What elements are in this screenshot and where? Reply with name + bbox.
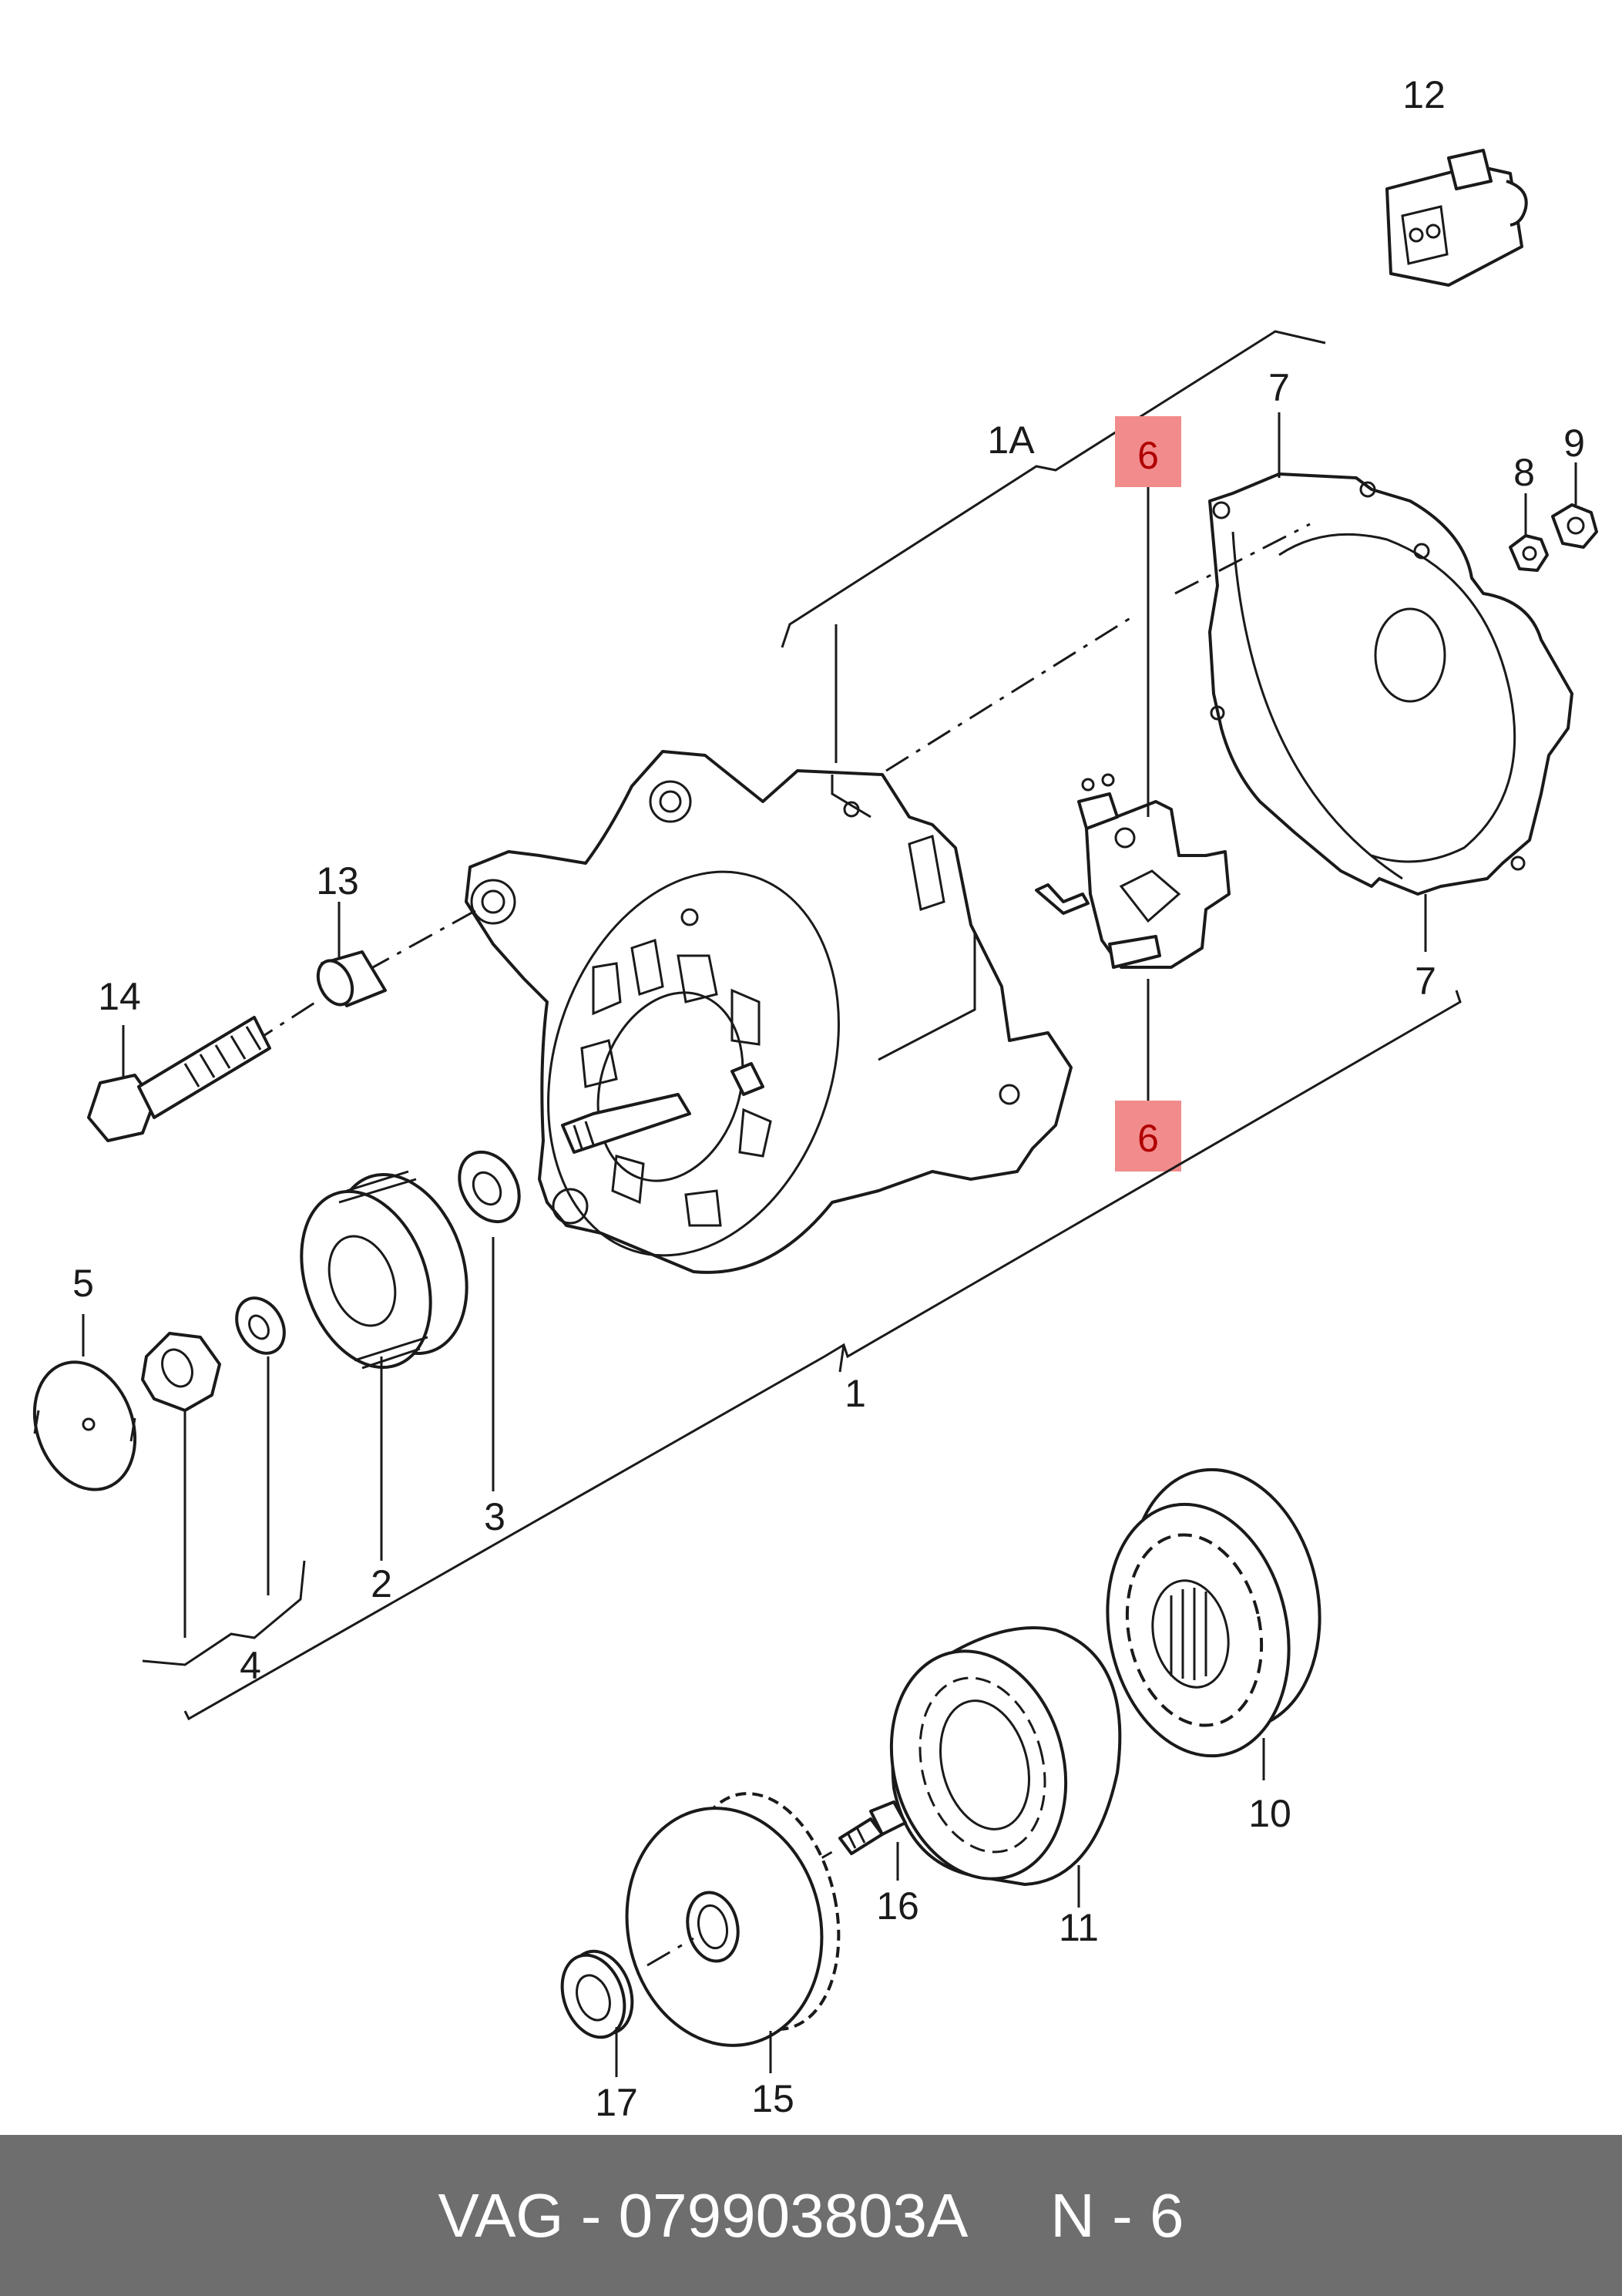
callout-16: 16 <box>876 1884 919 1928</box>
callout-7-bottom: 7 <box>1415 960 1436 1003</box>
nut-part <box>141 1332 221 1412</box>
callout-7-top: 7 <box>1268 366 1290 409</box>
bracket-1a <box>781 330 1326 648</box>
washer-part-3 <box>458 1150 521 1224</box>
callout-13: 10 <box>1248 1792 1291 1835</box>
alternator-body-part <box>465 750 1073 1274</box>
callout-5: 5 <box>72 1262 94 1305</box>
callout-6-bottom: 6 <box>1137 1117 1159 1160</box>
footer-bar: VAG - 079903803A N - 6 <box>0 2135 1622 2296</box>
bolt-part <box>87 1016 271 1142</box>
connector-part <box>1385 149 1528 287</box>
callout-14: 11 <box>1059 1906 1099 1949</box>
callout-12: 14 <box>98 975 141 1018</box>
callout-2: 2 <box>371 1562 392 1605</box>
highlight-box-bottom <box>1115 1101 1181 1172</box>
callout-10: 12 <box>1402 73 1446 116</box>
pulley-part <box>300 1170 468 1370</box>
gear-part <box>1106 1467 1321 1758</box>
callout-8: 8 <box>1513 451 1535 494</box>
callout-1a: 1A <box>987 419 1035 462</box>
ring-part <box>889 1626 1122 1886</box>
regulator-part <box>1035 773 1231 969</box>
callout-3: 3 <box>484 1495 505 1538</box>
callout-9: 9 <box>1563 422 1585 465</box>
disc-gear-part <box>625 1792 841 2047</box>
end-housing-part <box>1208 472 1573 896</box>
highlight-box-top <box>1115 416 1181 487</box>
seal-ring-part <box>560 1949 634 2039</box>
nut-part-9 <box>1551 503 1598 549</box>
screw-part <box>838 1800 907 1855</box>
callout-4: 4 <box>240 1644 261 1687</box>
callout-11: 13 <box>316 859 359 903</box>
callout-6-top: 6 <box>1137 434 1159 477</box>
nut-part-8 <box>1509 534 1549 572</box>
callout-15: 15 <box>751 2077 794 2120</box>
bracket-4 <box>142 1560 306 1666</box>
cap-part <box>32 1360 137 1491</box>
lock-washer-part <box>235 1296 286 1355</box>
callout-17: 17 <box>595 2081 638 2124</box>
exploded-parts-diagram: 12 1A 6 7 8 9 13 14 7 6 5 1 3 2 4 10 16 … <box>32 73 1598 2124</box>
callout-1: 1 <box>845 1372 866 1415</box>
sleeve-part <box>316 950 387 1007</box>
part-number-caption: VAG - 079903803A N - 6 <box>438 2180 1184 2250</box>
